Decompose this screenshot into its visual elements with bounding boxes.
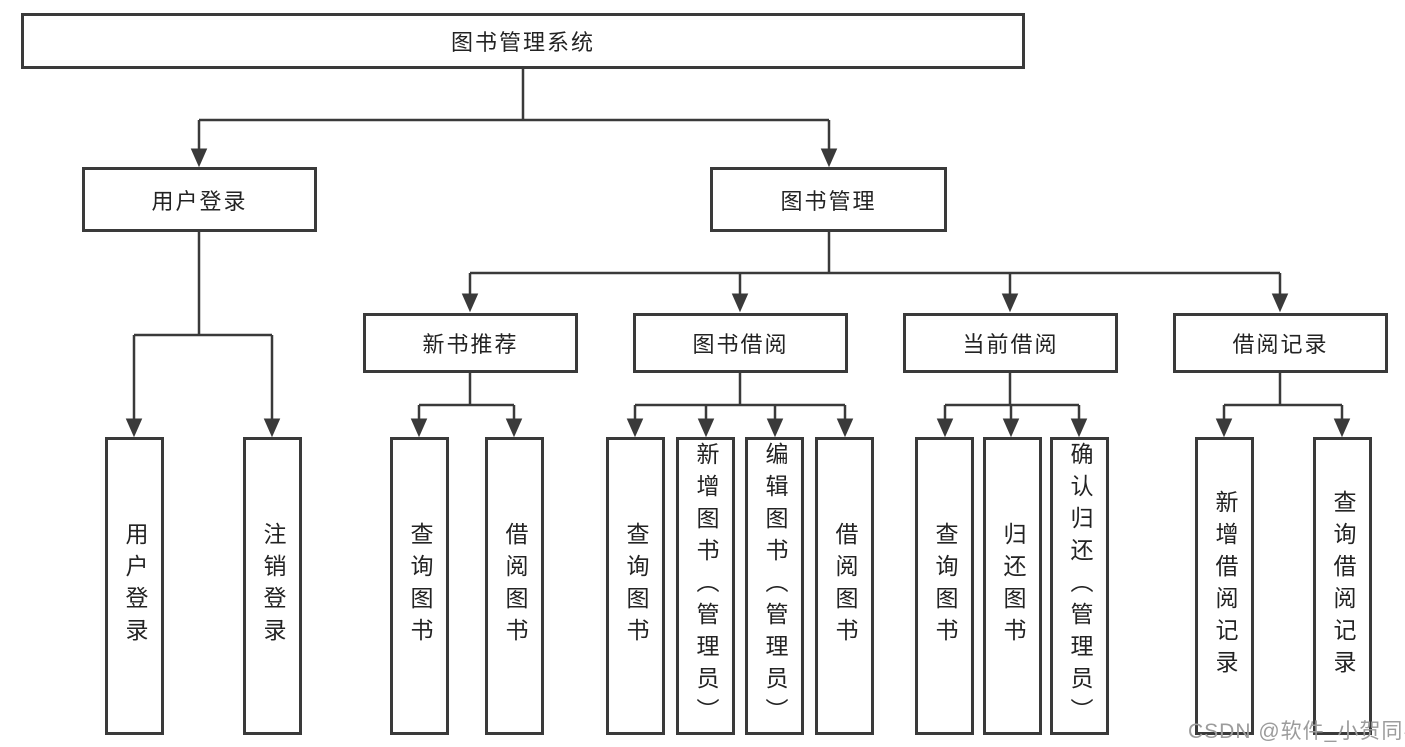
leaf-logout: 注销登录 bbox=[243, 437, 302, 735]
arrowhead-down-icon bbox=[697, 418, 715, 438]
node-label: 用户登录 bbox=[122, 522, 148, 650]
leaf-edit-book-admin: 编辑图书（管理员） bbox=[745, 437, 804, 735]
leaf-add-book-admin: 新增图书（管理员） bbox=[676, 437, 735, 735]
node-label: 归还图书 bbox=[1000, 522, 1026, 650]
node-label: 查询借阅记录 bbox=[1330, 490, 1356, 682]
leaf-borrow-book-under-newbook: 借阅图书 bbox=[485, 437, 544, 735]
connector-userlogin-to-leaves bbox=[132, 232, 274, 420]
node-label: 查询图书 bbox=[623, 522, 649, 650]
node-label: 注销登录 bbox=[260, 522, 286, 650]
node-label: 编辑图书（管理员） bbox=[762, 442, 788, 730]
node-book-management: 图书管理 bbox=[710, 167, 947, 232]
node-label: 新书推荐 bbox=[422, 332, 519, 357]
node-label: 图书借阅 bbox=[692, 332, 789, 357]
leaf-confirm-return-admin: 确认归还（管理员） bbox=[1050, 437, 1109, 735]
node-label: 新增图书（管理员） bbox=[693, 442, 719, 730]
node-label: 查询图书 bbox=[407, 522, 433, 650]
arrowhead-down-icon bbox=[1271, 293, 1289, 313]
leaf-borrow-book-under-borrow: 借阅图书 bbox=[815, 437, 874, 735]
node-label: 确认归还（管理员） bbox=[1067, 442, 1093, 730]
node-label: 当前借阅 bbox=[962, 332, 1059, 357]
connector-currentborrow-to-leaves bbox=[943, 373, 1081, 420]
connector-newbook-to-leaves bbox=[417, 373, 516, 420]
arrowhead-down-icon bbox=[836, 418, 854, 438]
node-label: 新增借阅记录 bbox=[1212, 490, 1238, 682]
node-label: 借阅图书 bbox=[832, 522, 858, 650]
arrowhead-down-icon bbox=[1333, 418, 1351, 438]
node-label: 查询图书 bbox=[932, 522, 958, 650]
leaf-user-login: 用户登录 bbox=[105, 437, 164, 735]
arrowhead-down-icon bbox=[1002, 418, 1020, 438]
arrowhead-down-icon bbox=[626, 418, 644, 438]
node-label: 用户登录 bbox=[151, 188, 248, 214]
csdn-watermark: CSDN @软件_小贺同学 bbox=[1188, 720, 1405, 743]
node-book-borrow: 图书借阅 bbox=[633, 313, 848, 373]
node-new-book-recommend: 新书推荐 bbox=[363, 313, 578, 373]
connector-borrowrecord-to-leaves bbox=[1222, 373, 1344, 420]
arrowhead-down-icon bbox=[1215, 418, 1233, 438]
arrowhead-down-icon bbox=[125, 418, 143, 438]
arrowhead-down-icon bbox=[190, 148, 208, 168]
arrowhead-down-icon bbox=[1070, 418, 1088, 438]
node-current-borrow: 当前借阅 bbox=[903, 313, 1118, 373]
leaf-query-book-under-newbook: 查询图书 bbox=[390, 437, 449, 735]
leaf-add-borrow-record: 新增借阅记录 bbox=[1195, 437, 1254, 735]
connector-bookborrow-to-leaves bbox=[633, 373, 847, 420]
node-label: 借阅图书 bbox=[502, 522, 528, 650]
arrowhead-down-icon bbox=[461, 293, 479, 313]
node-label: 图书管理 bbox=[780, 188, 877, 214]
arrowhead-down-icon bbox=[820, 148, 838, 168]
leaf-query-book-under-borrow: 查询图书 bbox=[606, 437, 665, 735]
leaf-query-borrow-record: 查询借阅记录 bbox=[1313, 437, 1372, 735]
leaf-return-book: 归还图书 bbox=[983, 437, 1042, 735]
node-label: 借阅记录 bbox=[1232, 332, 1329, 357]
arrowhead-down-icon bbox=[731, 293, 749, 313]
node-system-root: 图书管理系统 bbox=[21, 13, 1025, 69]
arrowhead-down-icon bbox=[1001, 293, 1019, 313]
arrowhead-down-icon bbox=[766, 418, 784, 438]
arrowhead-down-icon bbox=[263, 418, 281, 438]
leaf-query-book-under-current: 查询图书 bbox=[915, 437, 974, 735]
connector-root-to-level2 bbox=[197, 69, 831, 150]
node-borrow-record: 借阅记录 bbox=[1173, 313, 1388, 373]
arrowhead-down-icon bbox=[410, 418, 428, 438]
arrowhead-down-icon bbox=[936, 418, 954, 438]
arrowhead-down-icon bbox=[505, 418, 523, 438]
node-label: 图书管理系统 bbox=[450, 30, 595, 55]
node-user-login: 用户登录 bbox=[82, 167, 317, 232]
connector-bookmgmt-to-level3 bbox=[468, 232, 1282, 294]
